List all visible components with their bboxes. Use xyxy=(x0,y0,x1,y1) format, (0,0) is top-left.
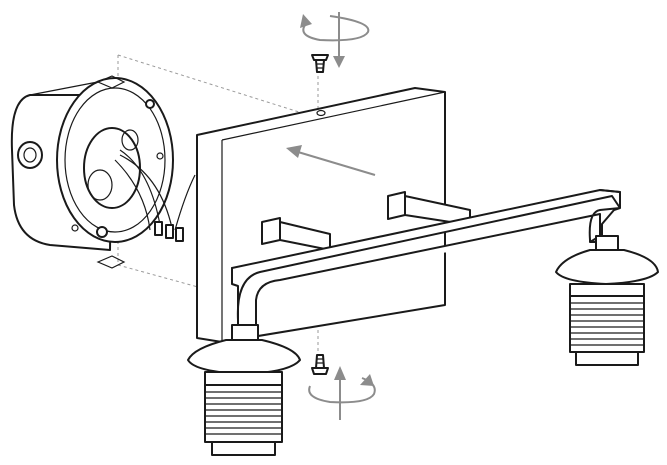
junction-box xyxy=(10,75,174,269)
ground-screw-icon xyxy=(96,226,108,238)
rotate-counterclockwise-icon xyxy=(308,366,376,420)
screw-bottom xyxy=(311,354,329,375)
direction-arrow-icon xyxy=(286,145,376,176)
arm-crossbar xyxy=(231,189,621,326)
socket-right xyxy=(555,235,659,366)
rotate-clockwise-icon xyxy=(300,12,370,68)
wires xyxy=(114,149,196,242)
socket-left xyxy=(187,324,301,456)
screw-top xyxy=(311,54,329,73)
